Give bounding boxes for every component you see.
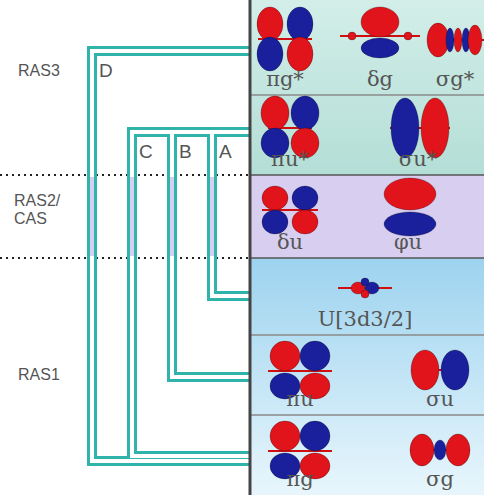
bracket-cas-fill [210, 177, 214, 256]
orbital-row: πg* δg σg* [250, 0, 484, 95]
bracket-letter: B [179, 141, 192, 163]
panel-divider [249, 0, 252, 495]
orbital-label: πg* [266, 68, 304, 91]
bracket-cas-fill [130, 177, 134, 256]
orbital-lobe [404, 32, 412, 40]
orbital-lobe [300, 421, 330, 451]
orbital-row: δu φu [250, 175, 484, 258]
orbital-lobe [411, 350, 439, 390]
ras2-band [250, 175, 484, 258]
orbital-lobe [291, 96, 319, 130]
orbital-lobes [257, 7, 484, 479]
bracket-letter: A [219, 141, 232, 163]
bracket-outline [212, 132, 250, 296]
orbital-lobe [446, 28, 454, 52]
orbital-label: δg [367, 68, 393, 91]
orbital-row: πg σg [250, 415, 484, 495]
space-label: RAS1 [18, 366, 74, 384]
orbital-row: U[3d3/2] [250, 258, 484, 335]
orbital-lobe [257, 37, 283, 71]
orbital-lobe [300, 341, 330, 371]
bracket-outline [92, 51, 250, 461]
orbital-lobe [262, 186, 288, 210]
orbital-lobe [257, 7, 283, 41]
orbital-label: σu [426, 388, 454, 411]
bracket-fill [212, 132, 250, 296]
orbital-row: πu σu [250, 335, 484, 415]
orbital-lobe [446, 434, 470, 466]
bracket-letter: D [99, 60, 113, 82]
orbital-lobe [261, 96, 289, 130]
orbital-label: σu* [399, 148, 437, 171]
bond-axis [268, 370, 332, 372]
orbital-label: πu* [271, 148, 309, 171]
bracket-fill [172, 132, 250, 377]
dotted-dividers [0, 175, 250, 258]
orbital-lobe [287, 37, 313, 71]
row-separators [250, 95, 484, 415]
orbital-lobe [292, 186, 318, 210]
space-label: RAS3 [18, 62, 74, 80]
orbital-lobe [361, 38, 399, 58]
orbital-lobe [441, 350, 469, 390]
bracket-outline [132, 132, 250, 456]
bracket-letter: C [139, 141, 153, 163]
orbital-label: πg [286, 468, 313, 491]
space-label: RAS2/ CAS [14, 192, 70, 229]
orbital-label: σg [426, 468, 454, 491]
orbital-lobe [270, 341, 300, 371]
orbital-label: φu [394, 231, 422, 254]
orbital-lobe [287, 7, 313, 41]
orbital-row: πu* σu* [250, 95, 484, 175]
orbital-lobe [361, 7, 399, 37]
ras1-band [250, 258, 484, 495]
bracket-outline [172, 132, 250, 377]
orbital-label: δu [277, 231, 303, 254]
bracket-cas-fill [90, 177, 94, 256]
bracket-cas-fill [170, 177, 174, 256]
orbital-lobe [434, 440, 446, 460]
orbital-lobe [361, 278, 369, 286]
orbital-label: U[3d3/2] [318, 308, 413, 331]
orbital-lobe [348, 32, 356, 40]
orbital-lobe [468, 25, 482, 55]
row-separators-dark [250, 175, 484, 258]
orbital-label: σg* [436, 68, 474, 91]
ras3-band [250, 0, 484, 175]
ras-brackets [90, 51, 250, 461]
orbital-label: πu [286, 388, 313, 411]
bracket-fill [92, 51, 250, 461]
orbital-lobe [270, 421, 300, 451]
orbital-lobe [361, 290, 369, 298]
bracket-fill [132, 132, 250, 456]
orbital-lobe [410, 434, 434, 466]
bond-axis [268, 450, 332, 452]
orbital-lobe [384, 178, 436, 210]
orbital-lobe [454, 28, 462, 52]
